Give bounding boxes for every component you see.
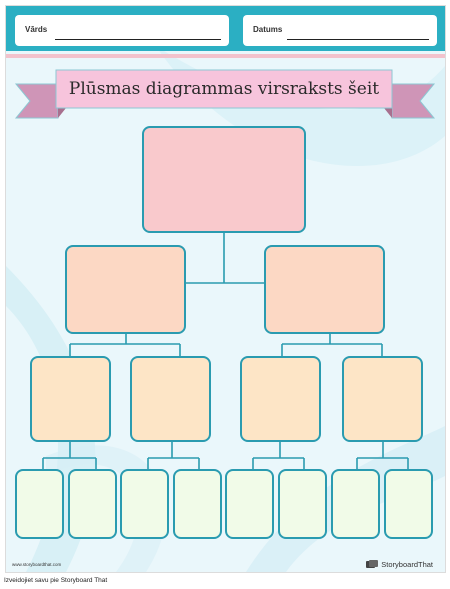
title-ribbon — [14, 69, 436, 119]
brand-name: StoryboardThat — [381, 560, 433, 569]
flow-box-level3-7[interactable] — [331, 469, 380, 539]
date-field[interactable]: Datums — [243, 15, 437, 46]
storyboard-logo-icon — [366, 560, 379, 568]
page-caption[interactable]: Izveidojiet savu pie Storyboard That — [4, 577, 108, 584]
flow-box-level2-1[interactable] — [30, 356, 111, 442]
name-field[interactable]: Vārds — [15, 15, 229, 46]
name-line — [55, 39, 221, 40]
flow-box-level3-1[interactable] — [15, 469, 64, 539]
name-label: Vārds — [25, 25, 48, 34]
flow-box-level2-4[interactable] — [342, 356, 423, 442]
flow-box-level3-4[interactable] — [173, 469, 222, 539]
flow-box-level3-3[interactable] — [120, 469, 169, 539]
date-label: Datums — [253, 25, 283, 34]
flow-box-level1-left[interactable] — [65, 245, 186, 334]
flow-box-level2-2[interactable] — [130, 356, 211, 442]
flow-box-root[interactable] — [142, 126, 306, 233]
flow-box-level3-2[interactable] — [68, 469, 117, 539]
date-line — [287, 39, 429, 40]
header-divider — [6, 54, 445, 58]
footer-url[interactable]: www.storyboardthat.com — [12, 562, 62, 567]
flow-box-level3-6[interactable] — [278, 469, 327, 539]
flow-box-level1-right[interactable] — [264, 245, 385, 334]
diagram-title[interactable]: Plūsmas diagrammas virsraksts šeit — [68, 78, 380, 99]
flow-box-level3-5[interactable] — [225, 469, 274, 539]
flow-box-level3-8[interactable] — [384, 469, 433, 539]
header-band: Vārds Datums — [6, 6, 445, 51]
worksheet: Vārds Datums Plūsmas diagrammas virsraks… — [5, 5, 446, 573]
flow-box-level2-3[interactable] — [240, 356, 321, 442]
storyboardthat-logo[interactable]: StoryboardThat — [366, 560, 433, 569]
tree-connectors — [42, 231, 409, 469]
